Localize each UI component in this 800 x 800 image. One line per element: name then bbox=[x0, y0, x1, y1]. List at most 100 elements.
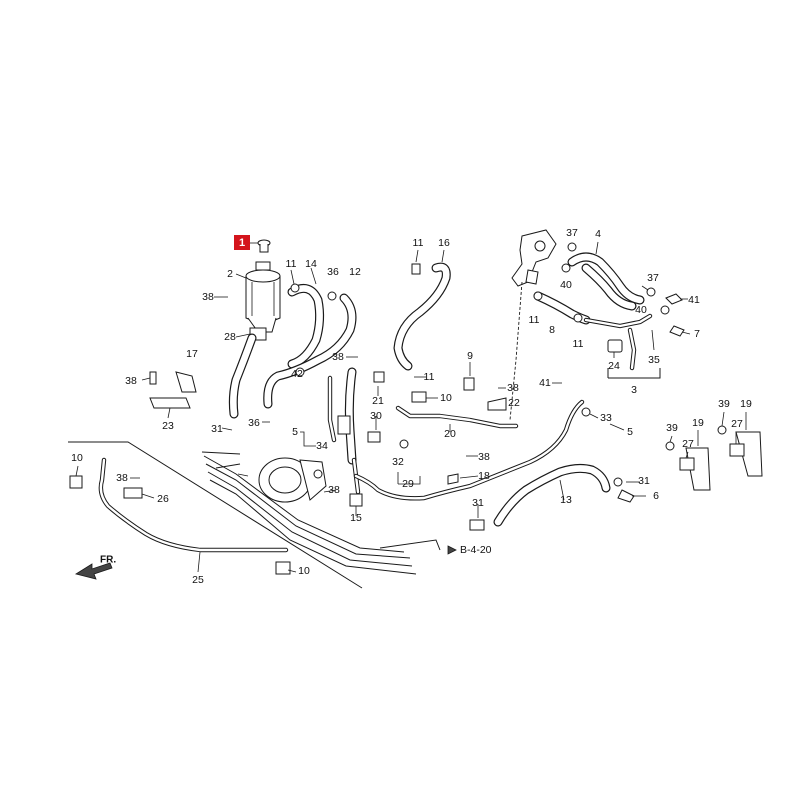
callout-5[interactable]: 5 bbox=[627, 426, 633, 438]
callout-30[interactable]: 30 bbox=[370, 410, 382, 422]
pipe-29[interactable] bbox=[354, 400, 584, 500]
callout-6[interactable]: 6 bbox=[653, 490, 659, 502]
hose-14[interactable] bbox=[288, 285, 323, 368]
clamp-11d[interactable] bbox=[573, 313, 583, 323]
bolt-6[interactable] bbox=[617, 489, 635, 503]
clamp-10a[interactable] bbox=[411, 391, 427, 403]
callout-22[interactable]: 22 bbox=[508, 397, 520, 409]
reservoir-cap[interactable] bbox=[257, 239, 271, 253]
callout-25[interactable]: 25 bbox=[192, 574, 204, 586]
callout-31[interactable]: 31 bbox=[472, 497, 484, 509]
bracket-21[interactable] bbox=[373, 371, 385, 383]
callout-11[interactable]: 11 bbox=[286, 258, 297, 270]
callout-34[interactable]: 34 bbox=[316, 440, 328, 452]
clamp-9[interactable] bbox=[463, 377, 475, 391]
clamp-37b[interactable] bbox=[646, 287, 656, 297]
callout-10[interactable]: 10 bbox=[440, 392, 452, 404]
callout-19[interactable]: 19 bbox=[740, 398, 752, 410]
clamp-11a[interactable] bbox=[290, 283, 300, 293]
clamp-40a[interactable] bbox=[561, 263, 571, 273]
cooler-pipe-a[interactable] bbox=[203, 455, 405, 553]
callout-42[interactable]: 42 bbox=[291, 368, 303, 380]
clip-33[interactable] bbox=[581, 407, 591, 417]
bracket-22[interactable] bbox=[487, 397, 507, 411]
callout-4[interactable]: 4 bbox=[595, 228, 601, 240]
bracket-17[interactable] bbox=[175, 371, 197, 393]
clamp-40b[interactable] bbox=[660, 305, 670, 315]
clamp-10c[interactable] bbox=[275, 561, 291, 575]
clamp-37a[interactable] bbox=[567, 242, 577, 252]
callout-38[interactable]: 38 bbox=[328, 484, 340, 496]
callout-21[interactable]: 21 bbox=[372, 395, 384, 407]
callout-11[interactable]: 11 bbox=[529, 314, 540, 326]
bolt-42[interactable] bbox=[295, 367, 305, 377]
callout-11[interactable]: 11 bbox=[424, 371, 435, 383]
callout-26[interactable]: 26 bbox=[157, 493, 169, 505]
callout-13[interactable]: 13 bbox=[560, 494, 572, 506]
reservoir-tank[interactable] bbox=[245, 261, 281, 323]
clamp-34[interactable] bbox=[337, 415, 351, 435]
callout-15[interactable]: 15 bbox=[350, 512, 362, 524]
hose-4[interactable] bbox=[568, 253, 644, 304]
callout-11[interactable]: 11 bbox=[573, 338, 584, 350]
callout-38[interactable]: 38 bbox=[116, 472, 128, 484]
clamp-31b[interactable] bbox=[469, 519, 485, 531]
clamp-10b[interactable] bbox=[69, 475, 83, 489]
clamp-11b[interactable] bbox=[411, 263, 421, 275]
callout-36[interactable]: 36 bbox=[327, 266, 339, 278]
bracket-24[interactable] bbox=[607, 339, 623, 353]
callout-17[interactable]: 17 bbox=[186, 348, 198, 360]
callout-37[interactable]: 37 bbox=[566, 227, 578, 239]
callout-3[interactable]: 3 bbox=[631, 384, 637, 396]
hose-16[interactable] bbox=[394, 263, 450, 370]
callout-28[interactable]: 28 bbox=[224, 331, 236, 343]
bracket-27a[interactable] bbox=[679, 457, 695, 471]
callout-1[interactable]: 1 bbox=[239, 237, 245, 249]
callout-27[interactable]: 27 bbox=[682, 438, 694, 450]
bolt-7[interactable] bbox=[669, 325, 685, 337]
pipe-20[interactable] bbox=[396, 406, 518, 428]
callout-24[interactable]: 24 bbox=[608, 360, 620, 372]
callout-38[interactable]: 38 bbox=[507, 382, 519, 394]
callout-32[interactable]: 32 bbox=[392, 456, 404, 468]
callout-39[interactable]: 39 bbox=[718, 398, 730, 410]
power-steering-pump[interactable] bbox=[258, 457, 327, 503]
callout-16[interactable]: 16 bbox=[438, 237, 450, 249]
bracket-27b[interactable] bbox=[729, 443, 745, 457]
callout-38[interactable]: 38 bbox=[125, 375, 137, 387]
bracket-26[interactable] bbox=[123, 487, 143, 499]
callout-14[interactable]: 14 bbox=[305, 258, 317, 270]
clip-30[interactable] bbox=[367, 431, 381, 443]
callout-9[interactable]: 9 bbox=[467, 350, 473, 362]
bolt-32[interactable] bbox=[399, 439, 409, 449]
hose-13[interactable] bbox=[494, 465, 610, 526]
callout-41[interactable]: 41 bbox=[688, 294, 700, 306]
callout-12[interactable]: 12 bbox=[349, 266, 361, 278]
callout-20[interactable]: 20 bbox=[444, 428, 456, 440]
bolt-39b[interactable] bbox=[717, 425, 727, 435]
callout-5[interactable]: 5 bbox=[292, 426, 298, 438]
callout-35[interactable]: 35 bbox=[648, 354, 660, 366]
callout-37[interactable]: 37 bbox=[647, 272, 659, 284]
callout-8[interactable]: 8 bbox=[549, 324, 555, 336]
callout-39[interactable]: 39 bbox=[666, 422, 678, 434]
callout-2[interactable]: 2 bbox=[227, 268, 233, 280]
callout-10[interactable]: 10 bbox=[298, 565, 310, 577]
callout-40[interactable]: 40 bbox=[635, 304, 647, 316]
bolt-39a[interactable] bbox=[665, 441, 675, 451]
pipe-25[interactable] bbox=[99, 458, 288, 552]
callout-31[interactable]: 31 bbox=[211, 423, 223, 435]
callout-38[interactable]: 38 bbox=[332, 351, 344, 363]
pipe-5-left[interactable] bbox=[328, 376, 336, 442]
callout-38[interactable]: 38 bbox=[202, 291, 214, 303]
bolt-41a[interactable] bbox=[665, 293, 683, 305]
bolt-18[interactable] bbox=[447, 473, 459, 485]
clamp-15[interactable] bbox=[349, 493, 363, 507]
callout-19[interactable]: 19 bbox=[692, 417, 704, 429]
callout-33[interactable]: 33 bbox=[600, 412, 612, 424]
callout-23[interactable]: 23 bbox=[162, 420, 174, 432]
bracket-19b[interactable] bbox=[735, 431, 763, 477]
clamp-31c[interactable] bbox=[613, 477, 623, 487]
callout-10[interactable]: 10 bbox=[71, 452, 83, 464]
callout-11[interactable]: 11 bbox=[413, 237, 424, 249]
